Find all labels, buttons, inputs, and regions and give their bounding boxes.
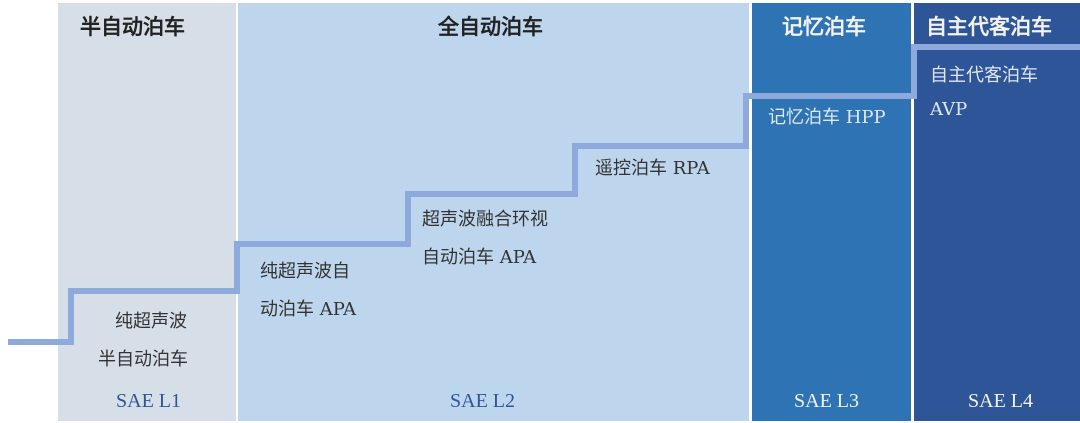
stage-l4-header: 自主代客泊车 bbox=[926, 15, 1052, 39]
item-line: AVP bbox=[930, 99, 968, 120]
item-line: 自主代客泊车 bbox=[930, 65, 1038, 86]
stage-l3-header: 记忆泊车 bbox=[782, 15, 866, 39]
stage-l3-level: SAE L3 bbox=[794, 390, 859, 412]
stage-l1-level: SAE L1 bbox=[116, 390, 181, 412]
stage-l4-item-avp: 自主代客泊车 AVP bbox=[930, 57, 1038, 129]
item-line: 动泊车 APA bbox=[260, 299, 357, 320]
stage-l4-level: SAE L4 bbox=[968, 390, 1033, 412]
item-line: 记忆泊车 HPP bbox=[768, 107, 886, 128]
stage-l2-level: SAE L2 bbox=[450, 390, 515, 412]
stage-l1-panel: 半自动泊车 纯超声波 半自动泊车 SAE L1 bbox=[58, 3, 236, 421]
stage-l2-panel: 全自动泊车 纯超声波自 动泊车 APA 超声波融合环视 自动泊车 APA 遥控泊… bbox=[238, 3, 749, 421]
progression-step-line bbox=[8, 44, 1080, 345]
item-line: 遥控泊车 RPA bbox=[595, 158, 710, 179]
stage-l2-item-apa: 纯超声波自 动泊车 APA bbox=[260, 253, 356, 329]
stage-l3-item-hpp: 记忆泊车 HPP bbox=[768, 99, 886, 137]
stage-l2-item-rpa: 遥控泊车 RPA bbox=[595, 150, 710, 188]
stage-l2-header: 全自动泊车 bbox=[438, 15, 543, 39]
stage-l3-panel: 记忆泊车 记忆泊车 HPP SAE L3 bbox=[752, 3, 911, 421]
item-line: 纯超声波自 bbox=[260, 261, 350, 282]
stage-l2-item-fusion-apa: 超声波融合环视 自动泊车 APA bbox=[422, 201, 548, 277]
item-line: 半自动泊车 bbox=[98, 349, 188, 370]
stage-l4-panel: 自主代客泊车 自主代客泊车 AVP SAE L4 bbox=[914, 3, 1080, 421]
item-line: 纯超声波 bbox=[115, 311, 187, 332]
stage-l1-header: 半自动泊车 bbox=[80, 15, 185, 39]
stage-l1-item: 纯超声波 半自动泊车 bbox=[98, 303, 188, 379]
item-line: 超声波融合环视 bbox=[422, 209, 548, 230]
item-line: 自动泊车 APA bbox=[422, 247, 537, 268]
